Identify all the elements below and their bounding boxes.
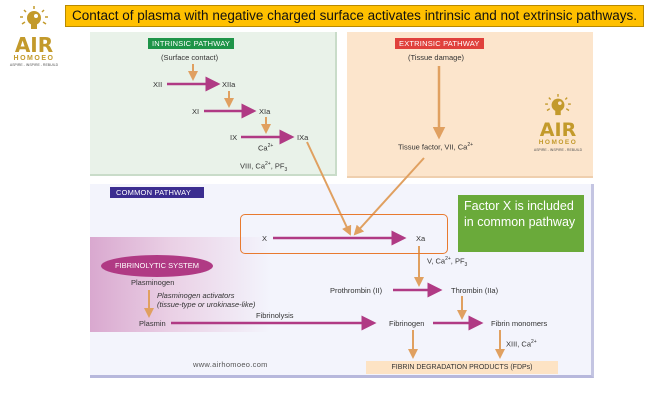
logo-subtitle: HOMOEO (13, 55, 55, 62)
logo-title: AIR (539, 119, 577, 141)
arrow-tissue-factor-to-x (353, 157, 425, 236)
fibrin-monomers-label: Fibrin monomers (491, 319, 548, 328)
intrinsic-pathway-header: INTRINSIC PATHWAY (148, 38, 235, 49)
air-homoeo-logo: AIR HOMOEO ASPIRE - INSPIRE - REBUILD (6, 6, 62, 68)
fibrinogen-label: Fibrinogen (389, 319, 425, 328)
plasmin-label: Plasmin (139, 319, 166, 328)
fdp-box: FIBRIN DEGRADATION PRODUCTS (FDPs) (366, 361, 558, 374)
air-homoeo-logo-2: AIR HOMOEO ASPIRE - INSPIRE - REBUILD (528, 94, 588, 152)
factor-xia: XIa (259, 107, 271, 116)
factor-xiia: XIIa (222, 80, 236, 89)
calcium-label: Ca2+ (258, 143, 274, 153)
tissue-factor-label: Tissue factor, VII, Ca2+ (398, 142, 474, 152)
fibrinolytic-system-label: FIBRINOLYTIC SYSTEM (101, 255, 213, 277)
fibrinolysis-label: Fibrinolysis (256, 311, 294, 320)
arrow-ixa-to-x (306, 141, 352, 236)
prothrombin-label: Prothrombin (II) (330, 286, 383, 295)
title-banner: Contact of plasma with negative charged … (65, 5, 644, 27)
thrombin-label: Thrombin (IIa) (451, 286, 499, 295)
tissue-damage-label: (Tissue damage) (408, 53, 464, 62)
logo-title: AIR (14, 33, 54, 57)
surface-contact-label: (Surface contact) (161, 53, 219, 62)
fibrinolytic-panel (90, 237, 270, 332)
logo-tagline: ASPIRE - INSPIRE - REBUILD (9, 63, 59, 67)
factor-x-highlight-box (240, 214, 448, 254)
website-text: www.airhomoeo.com (193, 360, 268, 369)
factor-xii: XII (153, 80, 163, 89)
logo-subtitle: HOMOEO (538, 139, 578, 146)
factor-ixa: IXa (297, 133, 309, 142)
intrinsic-panel (90, 32, 337, 176)
activator-types-label: (tissue-type or urokinase-like) (157, 300, 256, 309)
lightbulb-icon (20, 6, 48, 29)
factor-ix: IX (230, 133, 238, 142)
intrinsic-cofactors: VIII, Ca2+, PF3 (240, 161, 288, 173)
logo-tagline: ASPIRE - INSPIRE - REBUILD (533, 147, 583, 152)
plasminogen-activators-label: Plasminogen activators (157, 291, 235, 300)
plasminogen-label: Plasminogen (131, 278, 175, 287)
factor-xa: Xa (416, 234, 426, 243)
extrinsic-pathway-header: EXTRINSIC PATHWAY (395, 38, 484, 49)
common-pathway-header: COMMON PATHWAY (110, 187, 204, 198)
factor-xi: XI (192, 107, 200, 116)
xiii-cofactors: XIII, Ca2+ (506, 339, 537, 349)
factor-x-note: Factor X is included in common pathway (458, 195, 584, 252)
common-cofactors: V, Ca2+, PF3 (427, 256, 468, 268)
lightbulb-icon (545, 94, 571, 116)
factor-x: X (262, 234, 268, 243)
